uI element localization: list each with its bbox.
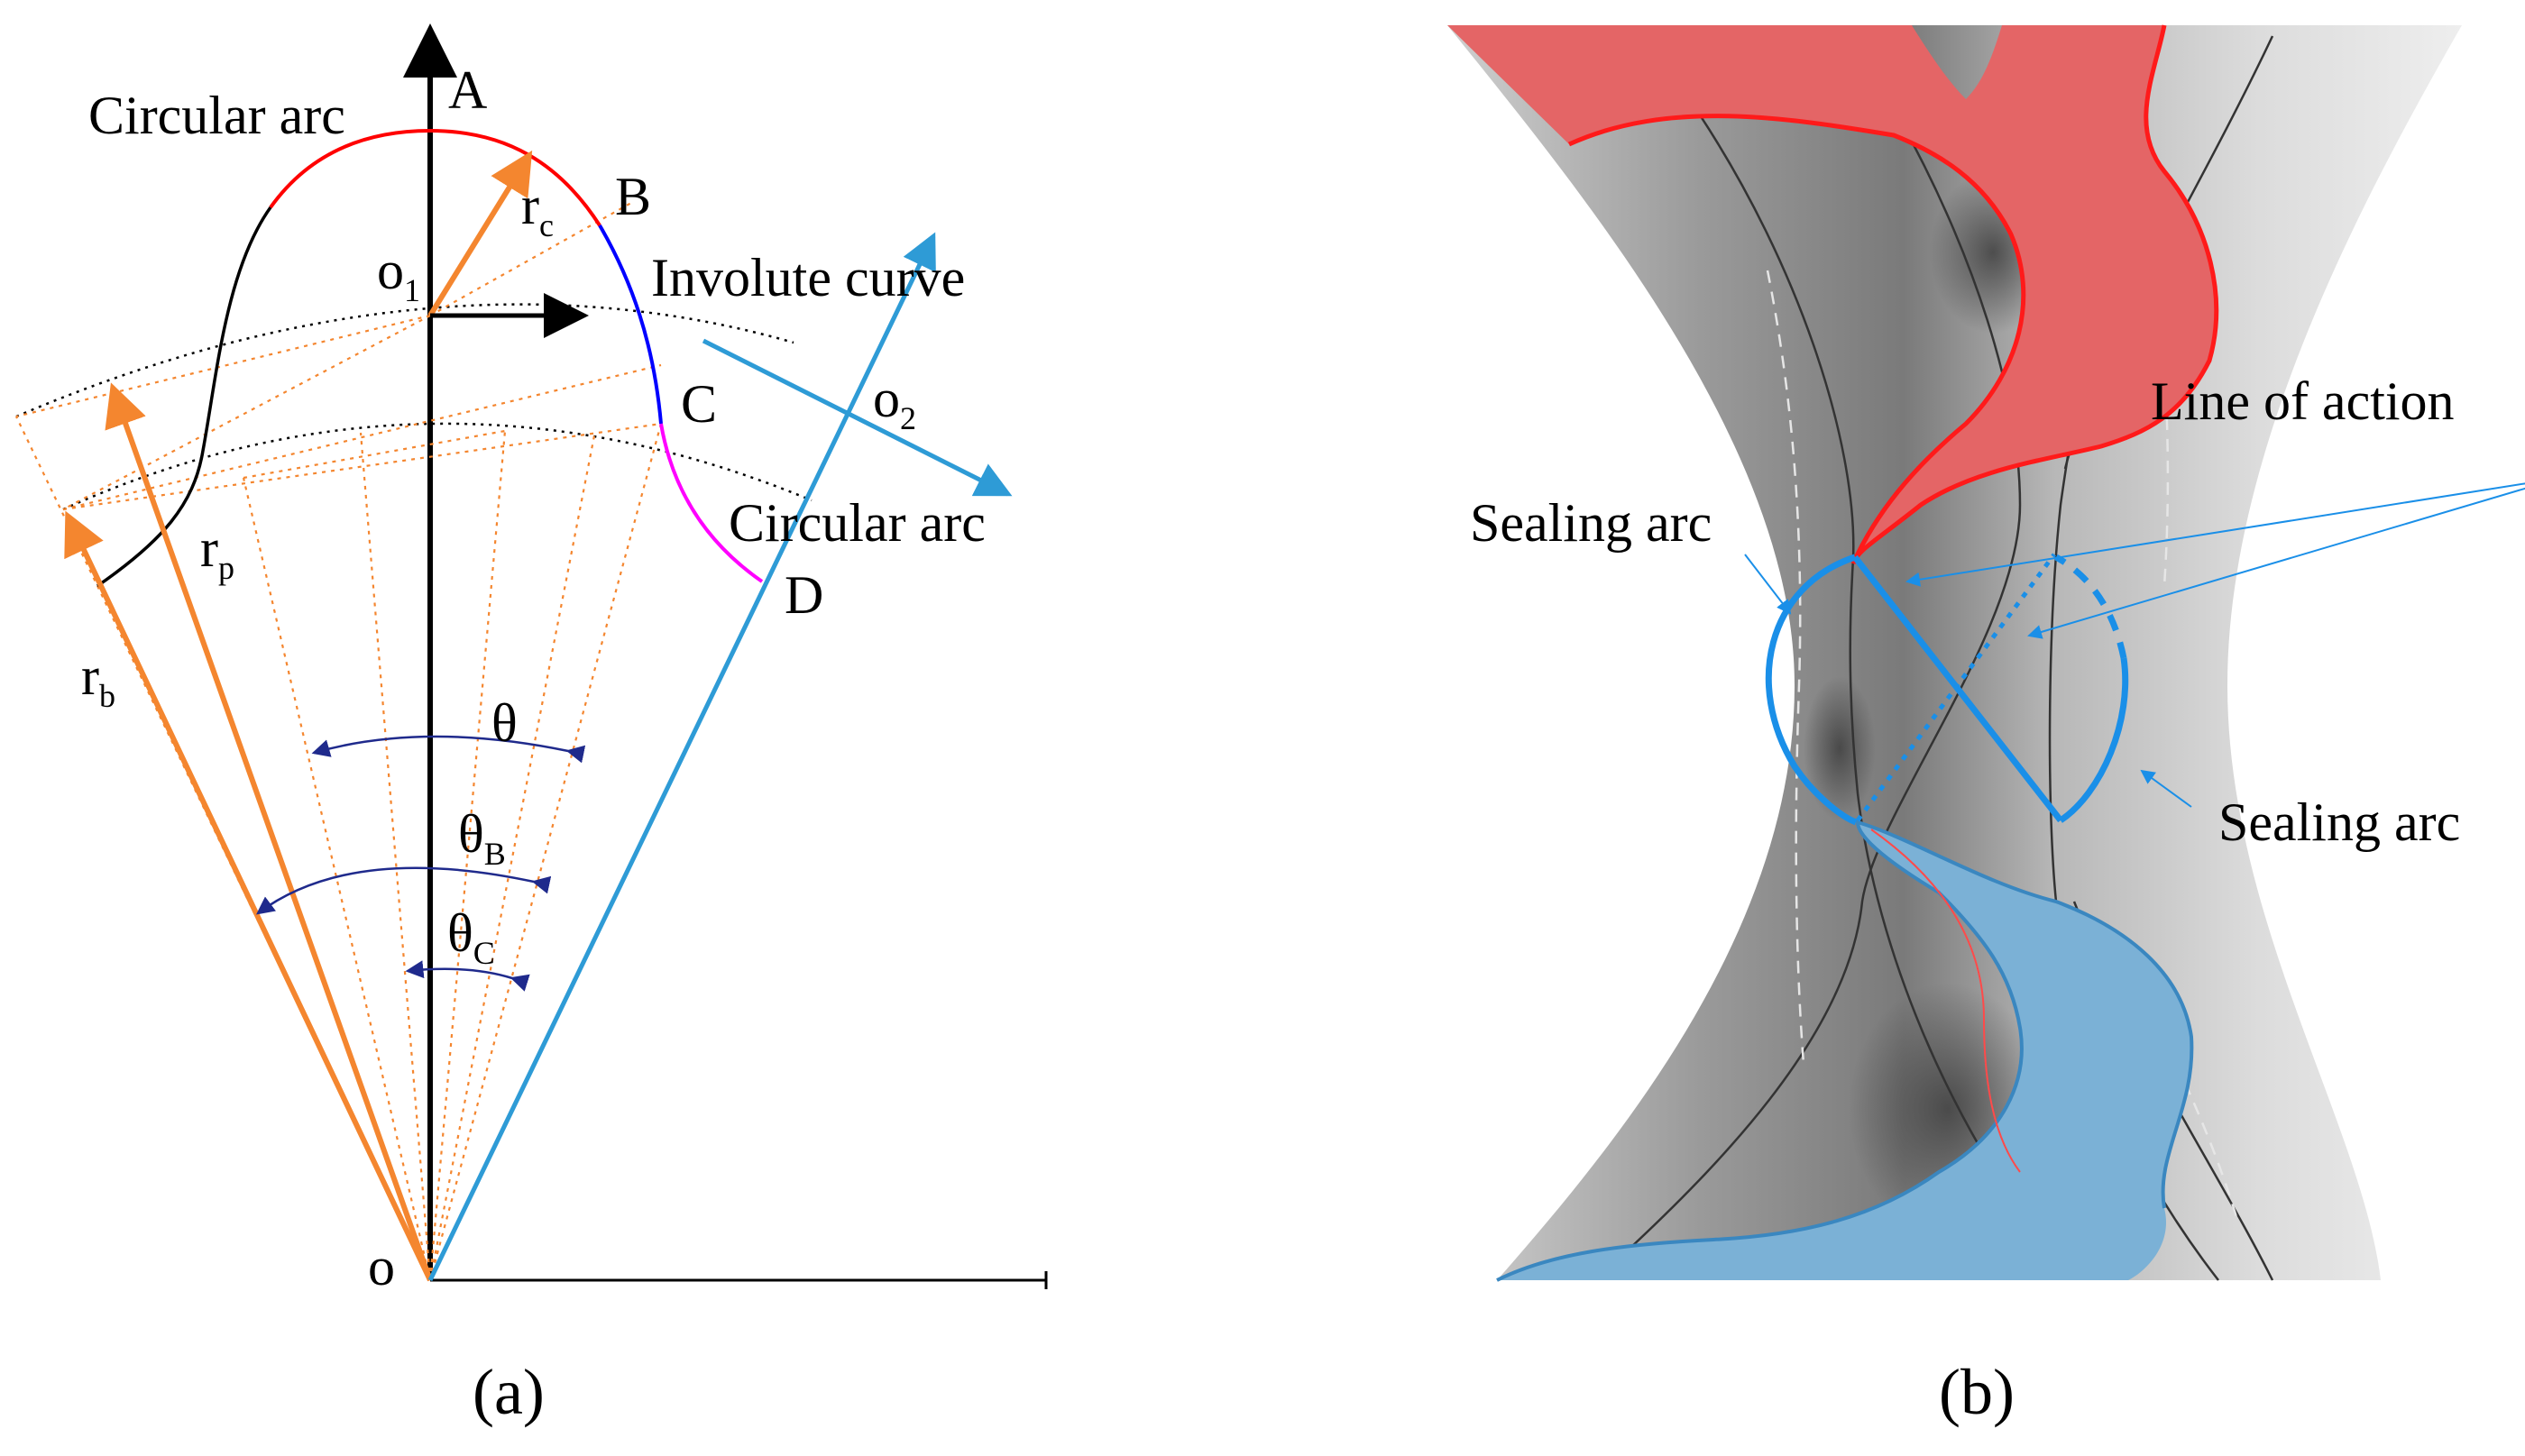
panel-a: Circular arc A B C D Involute curve Circ… [15,23,1048,1428]
label-point-A: A [448,60,487,120]
o2-axis-line [702,338,1013,497]
label-rp: rp [200,518,234,586]
label-origin-o: o [368,1237,395,1296]
label-rc: rc [521,176,554,243]
caption-a: (a) [473,1356,545,1428]
pitch-circle-dotted [15,303,794,418]
label-line-of-action: Line of action [2151,371,2455,431]
thetaC-arc [405,960,530,992]
theta-arc [311,735,586,764]
panel-b: Line of action Sealing arc Sealing arc (… [1447,24,2525,1428]
line-of-action-dotted [1855,553,2057,822]
left-sealing-arc [1765,554,1858,826]
thetaB-arc [255,866,552,915]
red-rotor [1447,25,2217,563]
right-sealing-arc-dashed [2054,554,2127,659]
label-o2: o2 [873,369,916,436]
label-sealing-arc-right: Sealing arc [2218,792,2460,852]
label-point-C: C [681,374,717,434]
left-flank-curve [96,206,272,588]
label-thetaC: θC [447,903,495,971]
housing-shadow-mid [1804,676,1876,820]
label-sealing-arc-left: Sealing arc [1470,493,1712,553]
rc-arrow [427,150,533,317]
label-point-B: B [615,167,651,226]
blue-rotor [1497,822,2192,1280]
label-circular-arc-top: Circular arc [88,86,345,145]
rp-arrow [105,382,433,1282]
label-theta: θ [491,693,518,753]
tip-circular-arc [269,128,601,227]
root-circular-arc [659,423,764,583]
leader-arrows [1744,482,2525,808]
label-o1: o1 [377,241,420,308]
label-involute-curve: Involute curve [651,248,965,307]
label-thetaB: θB [458,804,506,872]
base-circle-dotted [62,422,813,511]
action-line-from-o [427,232,936,1282]
caption-b: (b) [1939,1356,2015,1428]
label-rb: rb [81,646,115,714]
red-trace-on-blue [1870,829,2021,1173]
rb-arrow [64,510,433,1282]
right-sealing-arc [2059,657,2129,823]
involute-curve-segment [598,224,663,425]
label-circular-arc-bottom: Circular arc [729,493,986,553]
label-point-D: D [785,565,823,625]
construction-lines [15,202,663,1281]
